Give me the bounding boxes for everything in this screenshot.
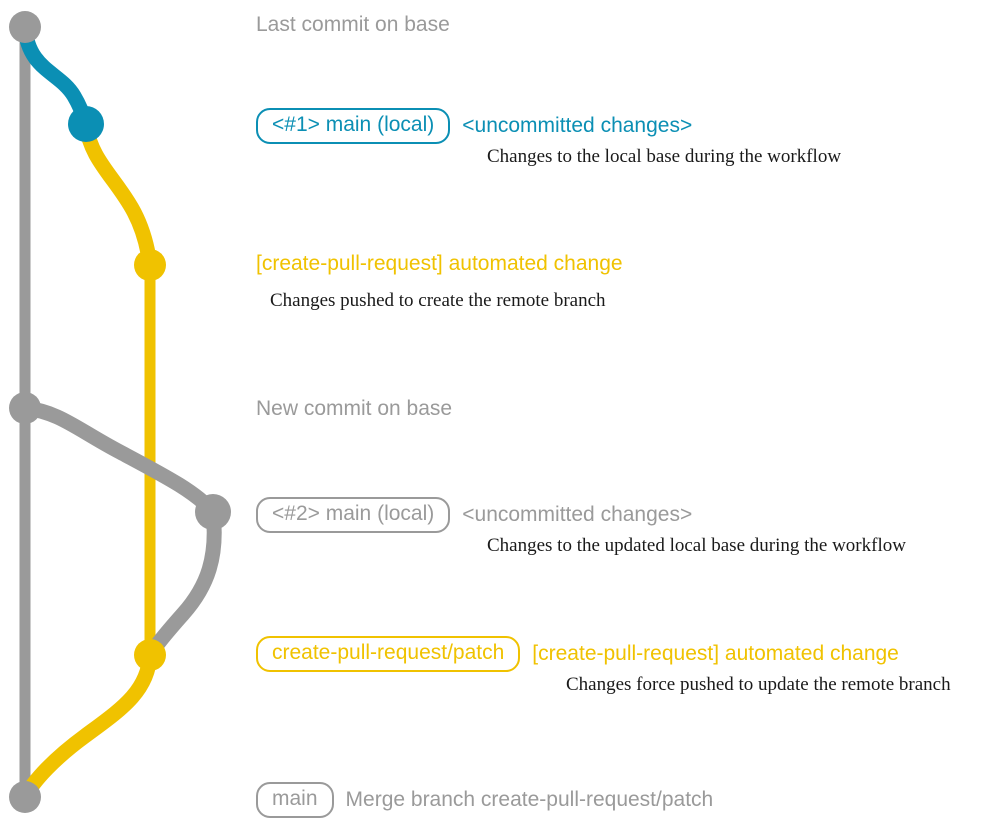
- commit-row-local-commit-2: <#2> main (local) <uncommitted changes>: [256, 497, 693, 534]
- commit-node-local-1[interactable]: [68, 106, 104, 142]
- branch-line-local-2-out: [142, 504, 222, 663]
- commit-row-automated-change-2: create-pull-request/patch [create-pull-r…: [256, 636, 899, 673]
- commit-description: Changes pushed to create the remote bran…: [270, 290, 606, 311]
- branch-line-patch-merge: [17, 647, 158, 805]
- branch-label-main-local-1[interactable]: <#1> main (local): [256, 108, 451, 145]
- commit-description: Changes force pushed to update the remot…: [566, 674, 951, 695]
- commit-row-automated-change-1: [create-pull-request] automated change: [256, 252, 623, 275]
- commit-row-last-commit-on-base: Last commit on base: [256, 13, 450, 36]
- branch-label-create-pull-request-patch[interactable]: create-pull-request/patch: [256, 636, 521, 673]
- commit-node-patch-1[interactable]: [134, 249, 166, 281]
- branch-line-patch-upper: [78, 116, 158, 273]
- commit-node-local-2[interactable]: [195, 494, 231, 530]
- branch-label-main[interactable]: main: [256, 782, 334, 819]
- commit-subject: <uncommitted changes>: [462, 503, 693, 526]
- commit-description: Changes to the updated local base during…: [487, 535, 906, 556]
- commit-node-patch-2[interactable]: [134, 639, 166, 671]
- commit-description: Changes to the local base during the wor…: [487, 146, 842, 167]
- commit-node-base-last[interactable]: [9, 11, 41, 43]
- commit-row-local-commit-1: <#1> main (local) <uncommitted changes>: [256, 108, 693, 145]
- branch-line-local-2-in: [17, 400, 221, 520]
- commit-subject: Last commit on base: [256, 13, 450, 36]
- commit-node-base-new[interactable]: [9, 392, 41, 424]
- commit-row-new-commit-on-base: New commit on base: [256, 397, 453, 420]
- commit-subject: Merge branch create-pull-request/patch: [345, 788, 714, 811]
- commit-subject: <uncommitted changes>: [462, 114, 693, 137]
- commit-subject: [create-pull-request] automated change: [256, 252, 623, 275]
- branch-label-main-local-2[interactable]: <#2> main (local): [256, 497, 451, 534]
- commit-subject: New commit on base: [256, 397, 453, 420]
- commit-node-base-merge[interactable]: [9, 781, 41, 813]
- commit-subject: [create-pull-request] automated change: [532, 642, 899, 665]
- commit-row-merge-commit: main Merge branch create-pull-request/pa…: [256, 782, 714, 819]
